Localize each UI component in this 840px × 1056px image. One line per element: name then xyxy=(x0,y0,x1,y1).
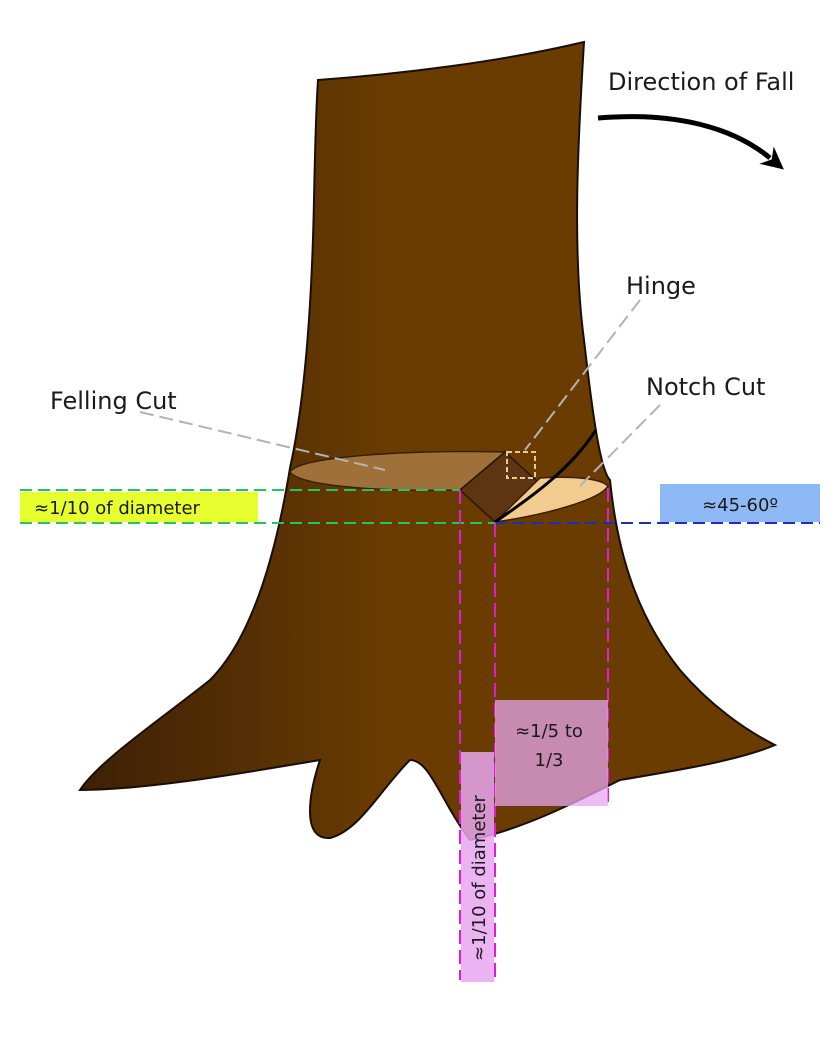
direction-label: Direction of Fall xyxy=(608,68,794,96)
felling-cut-leader xyxy=(139,411,386,471)
hinge-leader xyxy=(524,299,641,451)
notch-cut-label: Notch Cut xyxy=(646,373,765,401)
direction-arrow xyxy=(597,114,784,170)
angle-box xyxy=(660,484,820,522)
notch-cut-face xyxy=(492,476,609,524)
tenth-vertical-label: ≈1/10 of diameter xyxy=(469,794,490,960)
angle-label: ≈45-60º xyxy=(702,495,778,516)
fifth-label-line2: 1/3 xyxy=(535,750,564,771)
felling-cut-label: Felling Cut xyxy=(50,387,177,415)
tenth-horizontal-box xyxy=(20,492,258,522)
fifth-label-line1: ≈1/5 to xyxy=(515,721,583,742)
tenth-horizontal-label: ≈1/10 of diameter xyxy=(34,498,200,519)
hinge-label: Hinge xyxy=(626,272,696,300)
notch-cut-line xyxy=(494,429,598,524)
fifth-box xyxy=(495,700,608,806)
hinge-marker xyxy=(506,451,536,479)
tree-trunk xyxy=(78,40,778,842)
tenth-vertical-box xyxy=(461,752,494,982)
